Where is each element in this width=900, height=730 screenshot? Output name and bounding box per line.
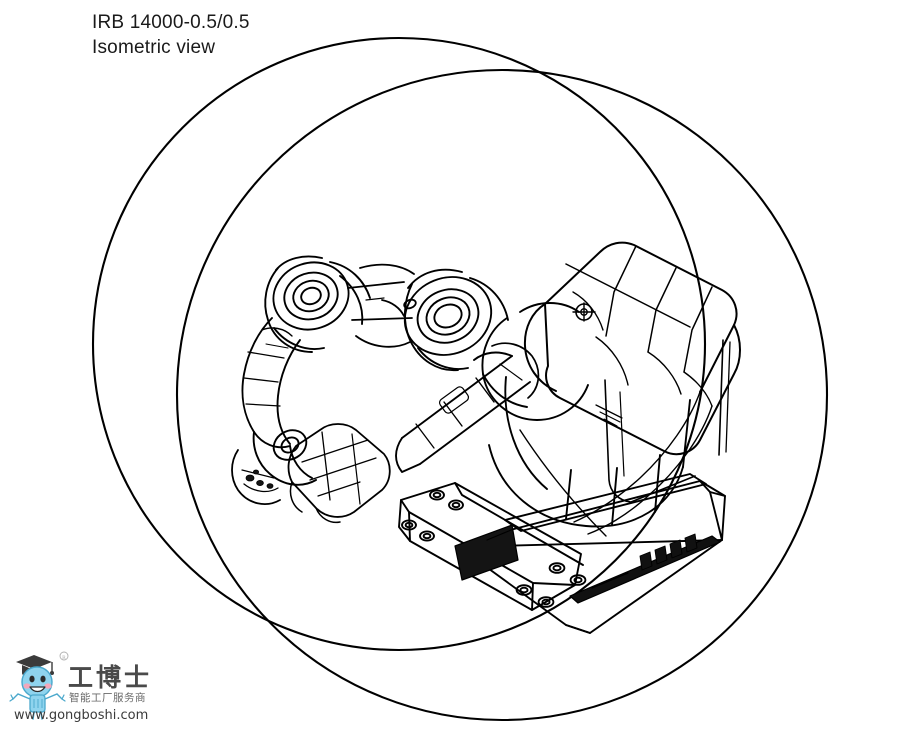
title-line-model: IRB 14000-0.5/0.5 <box>92 12 250 33</box>
brand-tagline-cn: 智能工厂服务商 <box>69 691 146 704</box>
connector-panel <box>454 524 721 604</box>
watermark-logo: R 工博士 智能工厂服务商 www.gongboshi.com <box>8 646 184 726</box>
working-range-circle-right <box>175 68 829 722</box>
top-fastener <box>572 302 596 322</box>
page-title: IRB 14000-0.5/0.5 Isometric view <box>92 10 250 60</box>
title-line-view: Isometric view <box>92 37 216 59</box>
right-arm <box>395 342 540 473</box>
left-shoulder-joint <box>264 255 371 353</box>
working-range-circle-left <box>91 36 707 652</box>
upper-arm-link <box>347 263 417 348</box>
cable-routing <box>519 391 713 537</box>
brand-name-cn: 工博士 <box>68 663 152 692</box>
brand-url: www.gongboshi.com <box>14 708 148 723</box>
torso-body <box>523 241 741 503</box>
dual-arm-robot <box>231 241 741 634</box>
svg-text:R: R <box>62 655 66 661</box>
right-gripper <box>287 423 391 524</box>
left-arm <box>241 317 317 486</box>
base-mounting-rails <box>398 473 726 634</box>
left-gripper <box>231 449 281 505</box>
pedestal-column <box>488 376 691 528</box>
registered-mark-icon: R <box>59 651 69 661</box>
mascot-icon <box>9 655 66 720</box>
